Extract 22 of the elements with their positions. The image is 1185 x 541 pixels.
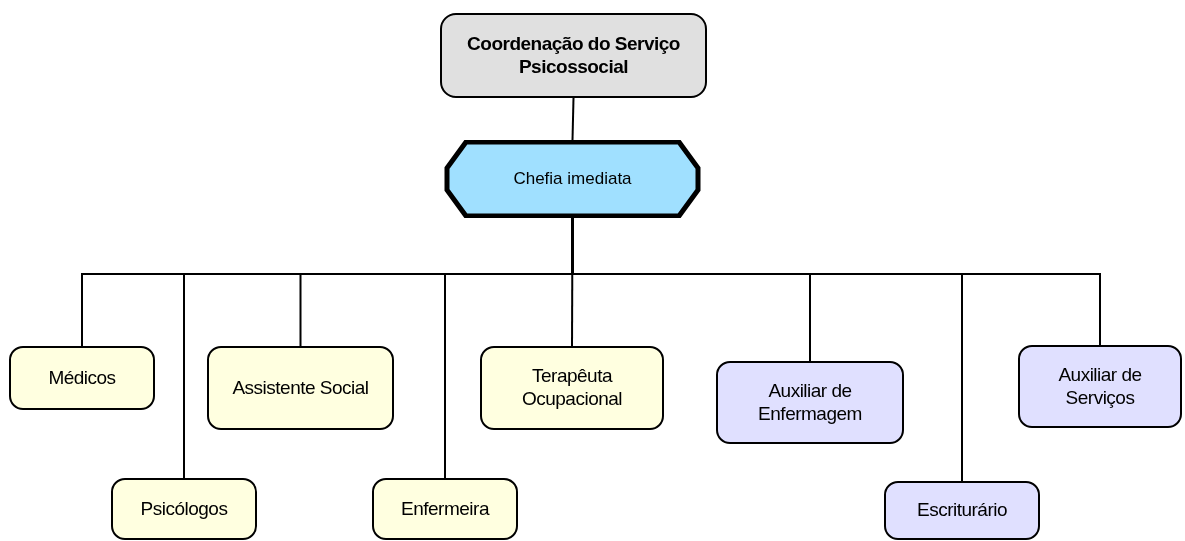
box-label: Psicólogos	[140, 497, 228, 521]
box-label: Terapêuta Ocupacional	[520, 365, 624, 411]
box-label: Auxiliar de Enfermagem	[757, 379, 863, 426]
box-label: Auxiliar de Serviços	[1057, 363, 1143, 410]
role-box	[480, 346, 664, 430]
box-label: Médicos	[48, 366, 116, 390]
role-box	[716, 361, 904, 444]
octagon-box	[444, 140, 701, 218]
role-box	[1018, 345, 1182, 428]
role-box	[9, 346, 155, 410]
box-label: Assistente Social	[232, 376, 369, 400]
connector-line	[571, 217, 574, 347]
connector-line	[571, 97, 575, 141]
box-label: Coordenação do Serviço Psicossocial	[466, 32, 681, 79]
role-box	[111, 478, 257, 540]
role-box	[372, 478, 518, 540]
role-box	[884, 481, 1040, 540]
box-label: Escriturário	[916, 499, 1008, 522]
title-box	[440, 13, 707, 98]
box-label: Enfermeira	[401, 497, 489, 521]
box-label: Chefia imediata	[513, 168, 632, 190]
role-box	[207, 346, 394, 430]
